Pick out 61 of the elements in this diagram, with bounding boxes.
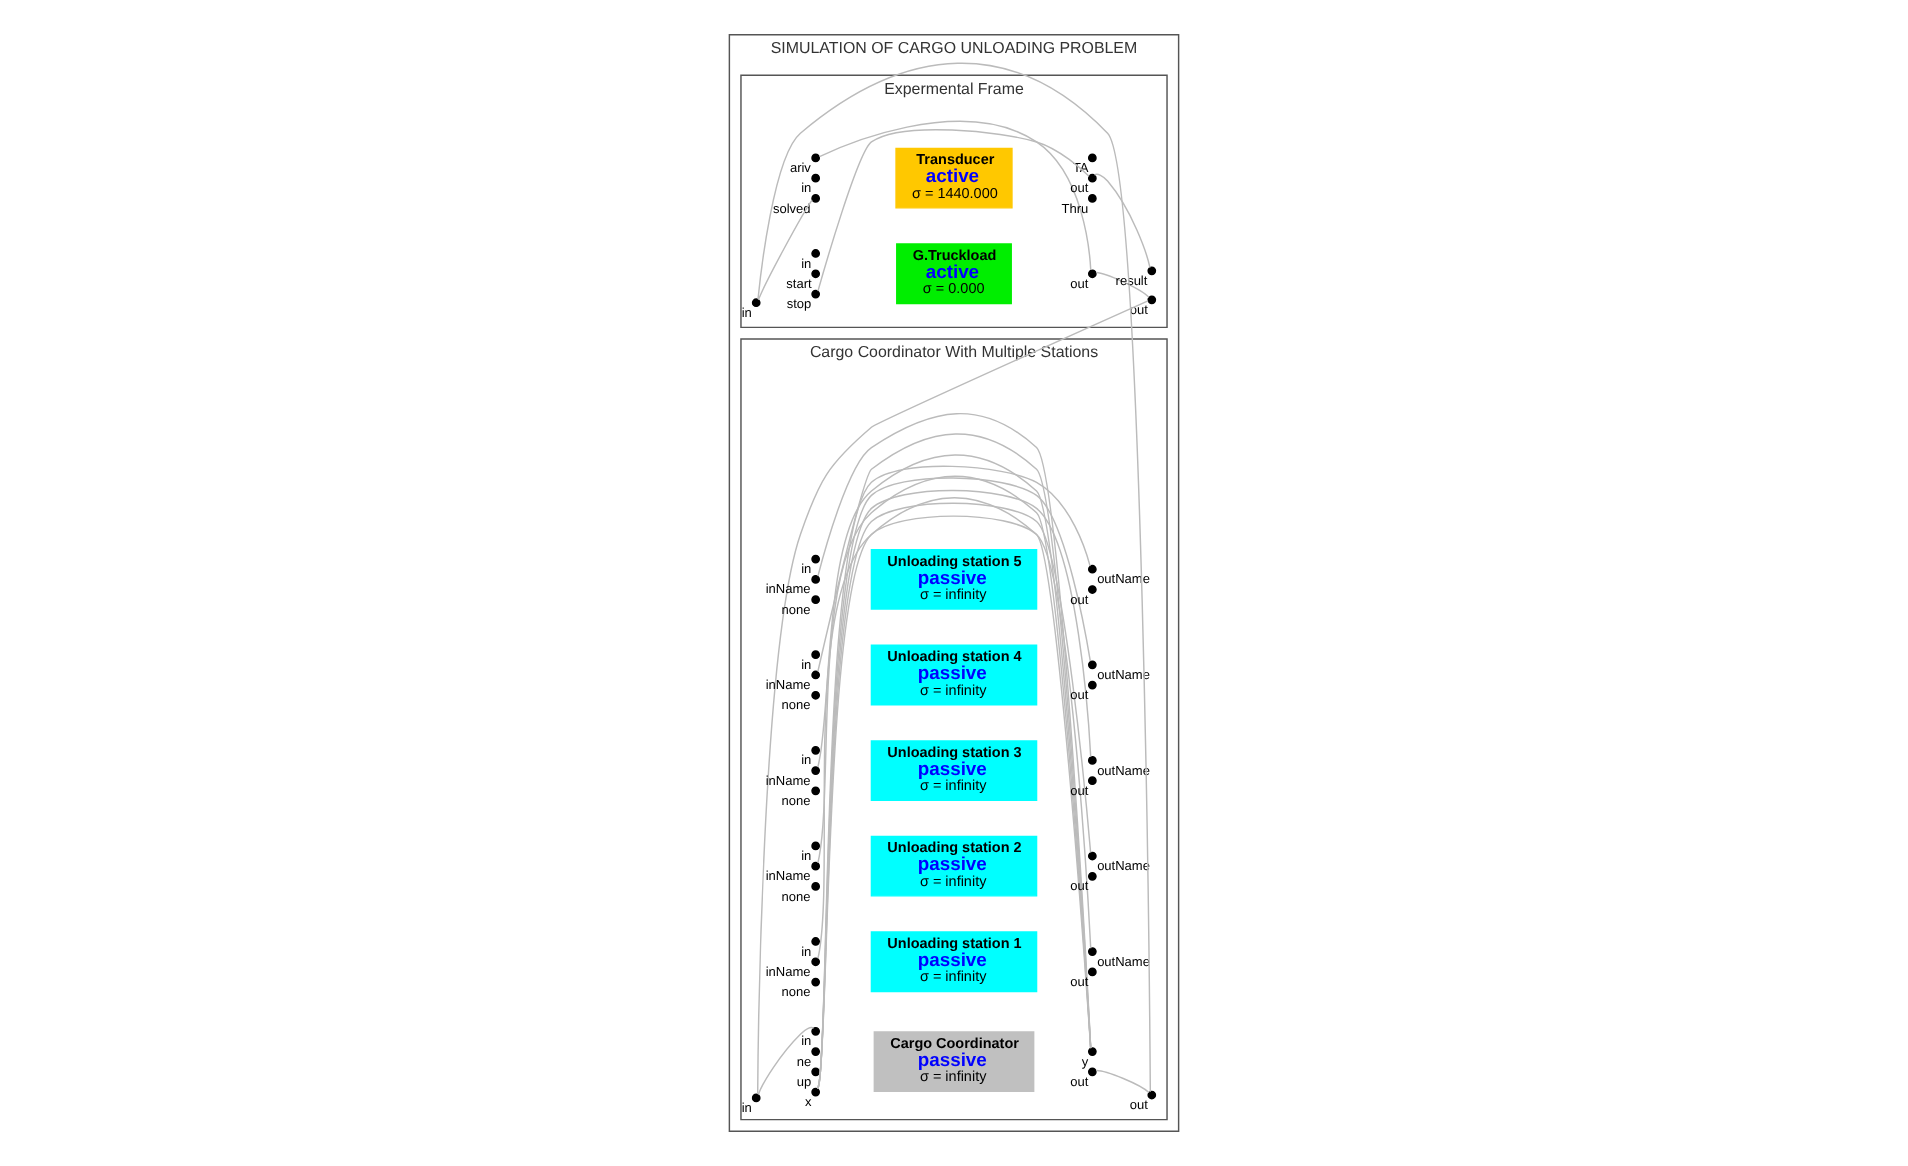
connector: [1093, 173, 1151, 269]
node-circle: [811, 745, 821, 755]
node-box: Transducer active σ = 1440.000: [895, 147, 1013, 209]
node-circle: [811, 1067, 821, 1077]
node-circle: [811, 861, 821, 871]
node-circle: [1087, 153, 1097, 163]
node-circle: [811, 766, 821, 775]
node-circle: [1147, 295, 1157, 305]
node-circle: [811, 1047, 821, 1056]
node-circle: [1087, 680, 1097, 690]
node-circle: [1087, 1047, 1097, 1056]
node-circle: [811, 575, 821, 584]
node-box: Unloading station 4 passive σ = infinity: [870, 644, 1038, 706]
node-box: Unloading station 5 passive σ = infinity: [870, 548, 1038, 610]
connector: [817, 129, 1090, 292]
node-circle: [811, 690, 821, 700]
node-circle: [811, 173, 821, 183]
node-circle: [811, 194, 821, 203]
connector: [757, 1026, 815, 1096]
node-circle: [1087, 871, 1097, 881]
node-circle: [751, 298, 761, 308]
node-circle: [1087, 756, 1097, 765]
node-circle: [811, 650, 821, 660]
node-circle: [811, 595, 821, 605]
node-circle: [1087, 947, 1097, 956]
node-circle: [1087, 1067, 1097, 1077]
node-box: G.Truckload active σ = 0.000: [896, 243, 1012, 305]
node-circle: [811, 882, 821, 891]
node-circle: [1087, 173, 1097, 183]
node-circle: [1087, 660, 1097, 670]
node-circle: [811, 670, 821, 680]
node-circle: [811, 977, 821, 987]
node-circle: [811, 249, 821, 258]
node-circle: [1087, 194, 1097, 203]
node-circle: [751, 1093, 761, 1103]
node-circle: [1087, 585, 1097, 594]
connector: [818, 120, 1092, 271]
connector: [1095, 1069, 1150, 1094]
node-circle: [811, 937, 821, 946]
node-circle: [811, 269, 821, 279]
node-circle: [1147, 266, 1157, 276]
node-circle: [1087, 851, 1097, 861]
node-circle: [1147, 1090, 1157, 1100]
connector: [1095, 271, 1150, 298]
node-box: Cargo Coordinator passive σ = infinity: [873, 1031, 1035, 1093]
node-circle: [811, 1026, 821, 1036]
node-circle: [811, 554, 821, 564]
node-box: Unloading station 2 passive σ = infinity: [870, 835, 1038, 897]
node-circle: [1087, 967, 1097, 977]
node-circle: [1087, 269, 1097, 279]
node-circle: [811, 786, 821, 796]
node-box: Unloading station 3 passive σ = infinity: [870, 740, 1038, 801]
node-circle: [1087, 564, 1097, 574]
node-circle: [811, 289, 821, 299]
node-circle: [811, 957, 821, 967]
node-circle: [811, 841, 821, 851]
node-circle: [811, 153, 821, 163]
connector: [757, 199, 813, 301]
node-circle: [1087, 776, 1097, 786]
node-box: Unloading station 1 passive σ = infinity: [870, 931, 1038, 993]
node-circle: [811, 1087, 821, 1097]
